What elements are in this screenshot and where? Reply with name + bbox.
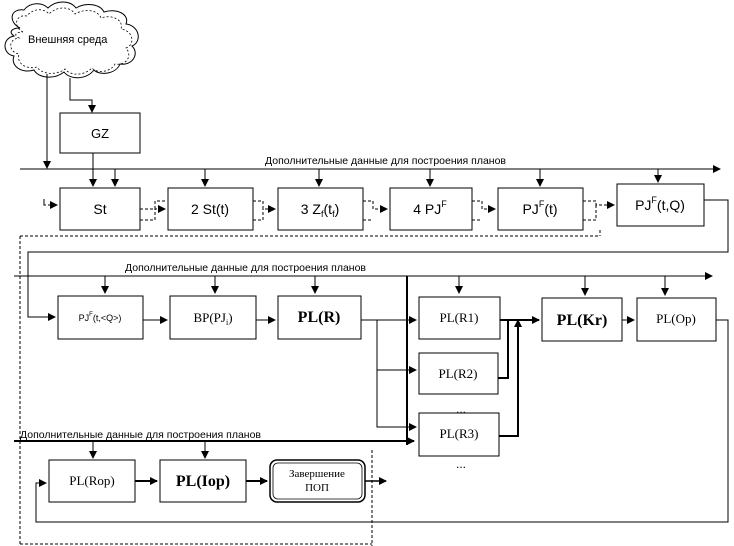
bp-box — [169, 295, 257, 340]
cloud-label: Внешняя среда — [28, 34, 108, 46]
bp-label: BP(PJi) — [193, 310, 232, 327]
pliop-label: PL(Iop) — [176, 473, 230, 490]
end-box-inner — [272, 462, 363, 500]
pjf-tq-label: PJF(t,Q) — [635, 195, 685, 213]
extra-data-line-top: Дополнительные данные для построения пла… — [20, 155, 721, 187]
row1-dashed-connectors — [19, 199, 615, 546]
extra-data-line-middle: Дополнительные данные для построения пла… — [14, 262, 713, 296]
pjf-t-box — [497, 187, 584, 231]
row3-boxes: PL(Rop) PL(Iop) Завершение ПОП — [48, 459, 366, 503]
end-label-line2: ПОП — [305, 482, 329, 494]
plkr-label: PL(Kr) — [557, 312, 608, 329]
gz-label: GZ — [91, 126, 109, 141]
plop-box — [636, 297, 717, 342]
pjf-label: 4 PJF — [413, 199, 447, 217]
st-box — [59, 187, 141, 231]
pjf-tq-set-box — [57, 295, 144, 340]
pjf-tq-box — [616, 183, 705, 227]
dots-1: ... — [456, 402, 466, 416]
plr-box — [277, 295, 362, 340]
dots-2: ... — [456, 457, 466, 471]
cloud-connectors — [43, 74, 96, 169]
plr-label: PL(R) — [298, 309, 341, 326]
pjf-t-label: PJF(t) — [522, 199, 557, 217]
row1-to-row2-connector — [27, 199, 729, 321]
extra-data-label-middle: Дополнительные данные для построения пла… — [125, 262, 366, 274]
plop-label: PL(Op) — [656, 311, 696, 326]
end-label-line1: Завершение — [289, 468, 345, 480]
plr3-label: PL(R3) — [440, 426, 479, 441]
extra-data-label-bottom: Дополнительные данные для построения пла… — [20, 429, 261, 441]
extra-data-label-top: Дополнительные данные для построения пла… — [265, 155, 506, 167]
external-environment-cloud: Внешняя среда — [4, 1, 139, 79]
plr2-box — [418, 352, 499, 395]
end-box — [269, 459, 366, 503]
plr3-box — [418, 412, 500, 457]
pliop-box — [159, 459, 247, 503]
gz-box — [59, 112, 141, 154]
pjf-tq-set-label: PJF(t,<Q>) — [79, 312, 122, 323]
st-label: St — [93, 201, 106, 217]
row1-boxes: St 2 St(t) 3 Zf(tf) 4 PJF PJF(t) PJF(t,Q… — [59, 183, 705, 231]
plkr-box — [541, 297, 623, 342]
z-box — [277, 187, 364, 231]
plr1-box — [418, 296, 501, 340]
plr2-label: PL(R2) — [439, 366, 478, 381]
plrop-label: PL(Rop) — [69, 473, 115, 488]
pjf-box — [389, 187, 473, 231]
plr1-label: PL(R1) — [440, 310, 479, 325]
row2-boxes: PJF(t,<Q>) BP(PJi) PL(R) PL(R1) PL(R2) .… — [57, 295, 717, 471]
row2-connectors — [35, 276, 729, 523]
extra-data-line-bottom: Дополнительные данные для построения пла… — [14, 429, 415, 459]
st-t-label: 2 St(t) — [191, 201, 229, 217]
z-label: 3 Zf(tf) — [301, 201, 340, 219]
st-t-box — [167, 187, 254, 231]
